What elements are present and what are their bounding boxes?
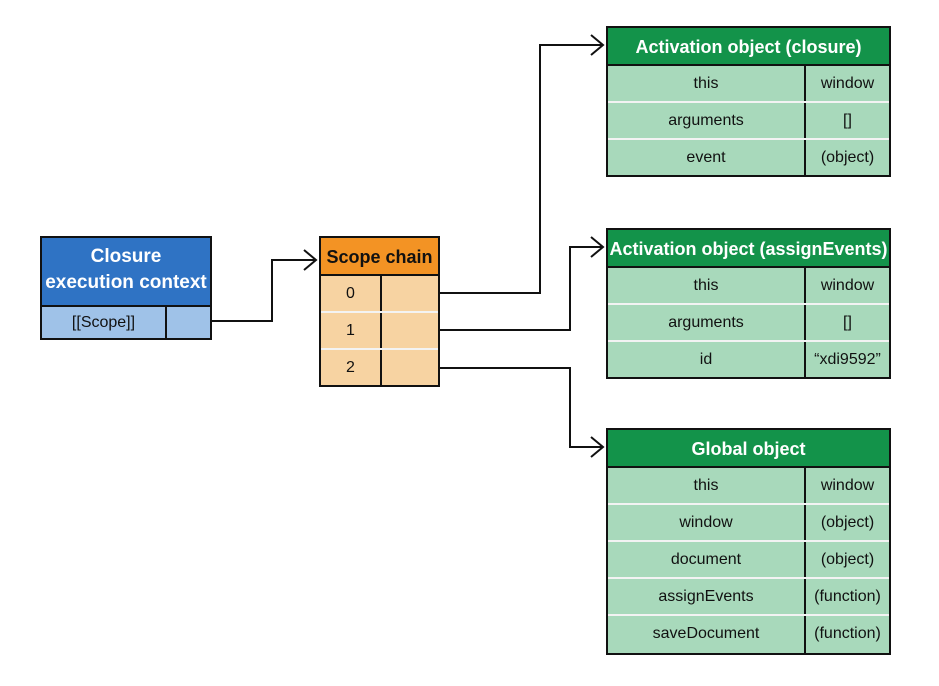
object-property-value: (function) [814,588,881,605]
arrowhead-assign [590,236,605,258]
object-property-name: this [608,268,806,303]
scope-chain-row: 2 [321,350,438,385]
object-title: Activation object (closure) [608,28,889,66]
object-property-name: this [608,468,806,503]
object-property-name: id [608,342,806,377]
scope-chain-index: 2 [321,350,382,385]
object-row: this window [608,66,889,103]
context-scope-label: [[Scope]] [42,307,167,338]
object-row: this window [608,468,889,505]
object-row: this window [608,268,889,305]
object-row: arguments [] [608,305,889,342]
object-property-name: arguments [608,103,806,138]
object-property-name: assignEvents [608,579,806,614]
scope-chain-pointer-cell [382,276,438,311]
object-row: event (object) [608,140,889,175]
object-property-value: window [820,277,875,294]
object-property-value: (object) [820,149,875,166]
object-property-value: window [820,75,875,92]
object-title: Activation object (assignEvents) [608,230,889,268]
object-row: window (object) [608,505,889,542]
object-property-value: “xdi9592” [814,351,881,368]
activation-object-closure: Activation object (closure) this window … [606,26,891,177]
object-property-name: document [608,542,806,577]
context-scope-pointer-cell [167,307,210,338]
object-property-value: (object) [820,514,875,531]
object-row: id “xdi9592” [608,342,889,377]
object-property-value: window [820,477,875,494]
object-row: assignEvents (function) [608,579,889,616]
scope-chain-pointer-cell [382,350,438,385]
object-row: saveDocument (function) [608,616,889,653]
closure-execution-context: Closure execution context [[Scope]] [40,236,212,340]
object-property-name: arguments [608,305,806,340]
context-title-line1: Closure [90,246,162,267]
context-title-line2: execution context [45,272,207,293]
object-property-name: saveDocument [608,616,806,653]
scope-chain-row: 0 [321,276,438,313]
object-property-value: [] [843,112,852,129]
object-property-value: (function) [814,625,881,642]
context-title: Closure execution context [42,238,210,307]
arrowhead-closure [590,34,605,56]
arrowhead-global [590,436,605,458]
scope-chain-box: Scope chain 0 1 2 [319,236,440,387]
object-title: Global object [608,430,889,468]
activation-object-assignevents: Activation object (assignEvents) this wi… [606,228,891,379]
scope-chain-index: 1 [321,313,382,348]
scope-chain-title: Scope chain [321,238,438,276]
object-row: document (object) [608,542,889,579]
object-property-name: this [608,66,806,101]
scope-chain-index: 0 [321,276,382,311]
global-object: Global object this window window (object… [606,428,891,655]
object-property-value: [] [843,314,852,331]
object-property-name: window [608,505,806,540]
scope-chain-row: 1 [321,313,438,350]
scope-chain-pointer-cell [382,313,438,348]
arrowhead-scope-chain [303,249,318,271]
context-scope-row: [[Scope]] [42,307,210,338]
object-property-name: event [608,140,806,175]
object-row: arguments [] [608,103,889,140]
object-property-value: (object) [820,551,875,568]
